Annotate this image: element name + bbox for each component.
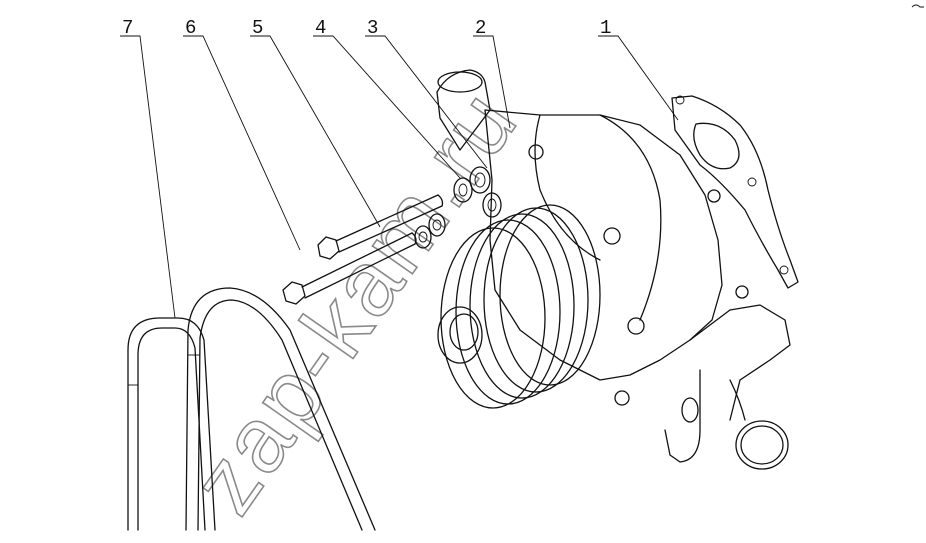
part-5-bolt [317, 194, 444, 260]
part-2-water-pump [436, 69, 791, 470]
callout-7: 7 [122, 17, 133, 39]
callout-6: 6 [185, 17, 196, 39]
callout-1: 1 [600, 17, 611, 39]
callout-5: 5 [252, 17, 263, 39]
callout-4: 4 [315, 17, 326, 39]
part-7-drive-belt [127, 287, 376, 531]
part-6-long-bolt [282, 232, 417, 305]
corner-mark [911, 4, 924, 8]
callout-3: 3 [367, 17, 378, 39]
part-1-gasket [671, 95, 799, 289]
callout-leaders [120, 35, 679, 319]
part-4-washers [414, 177, 473, 249]
callout-2: 2 [475, 17, 486, 39]
watermark-text: zap-kam.ru [173, 71, 538, 531]
